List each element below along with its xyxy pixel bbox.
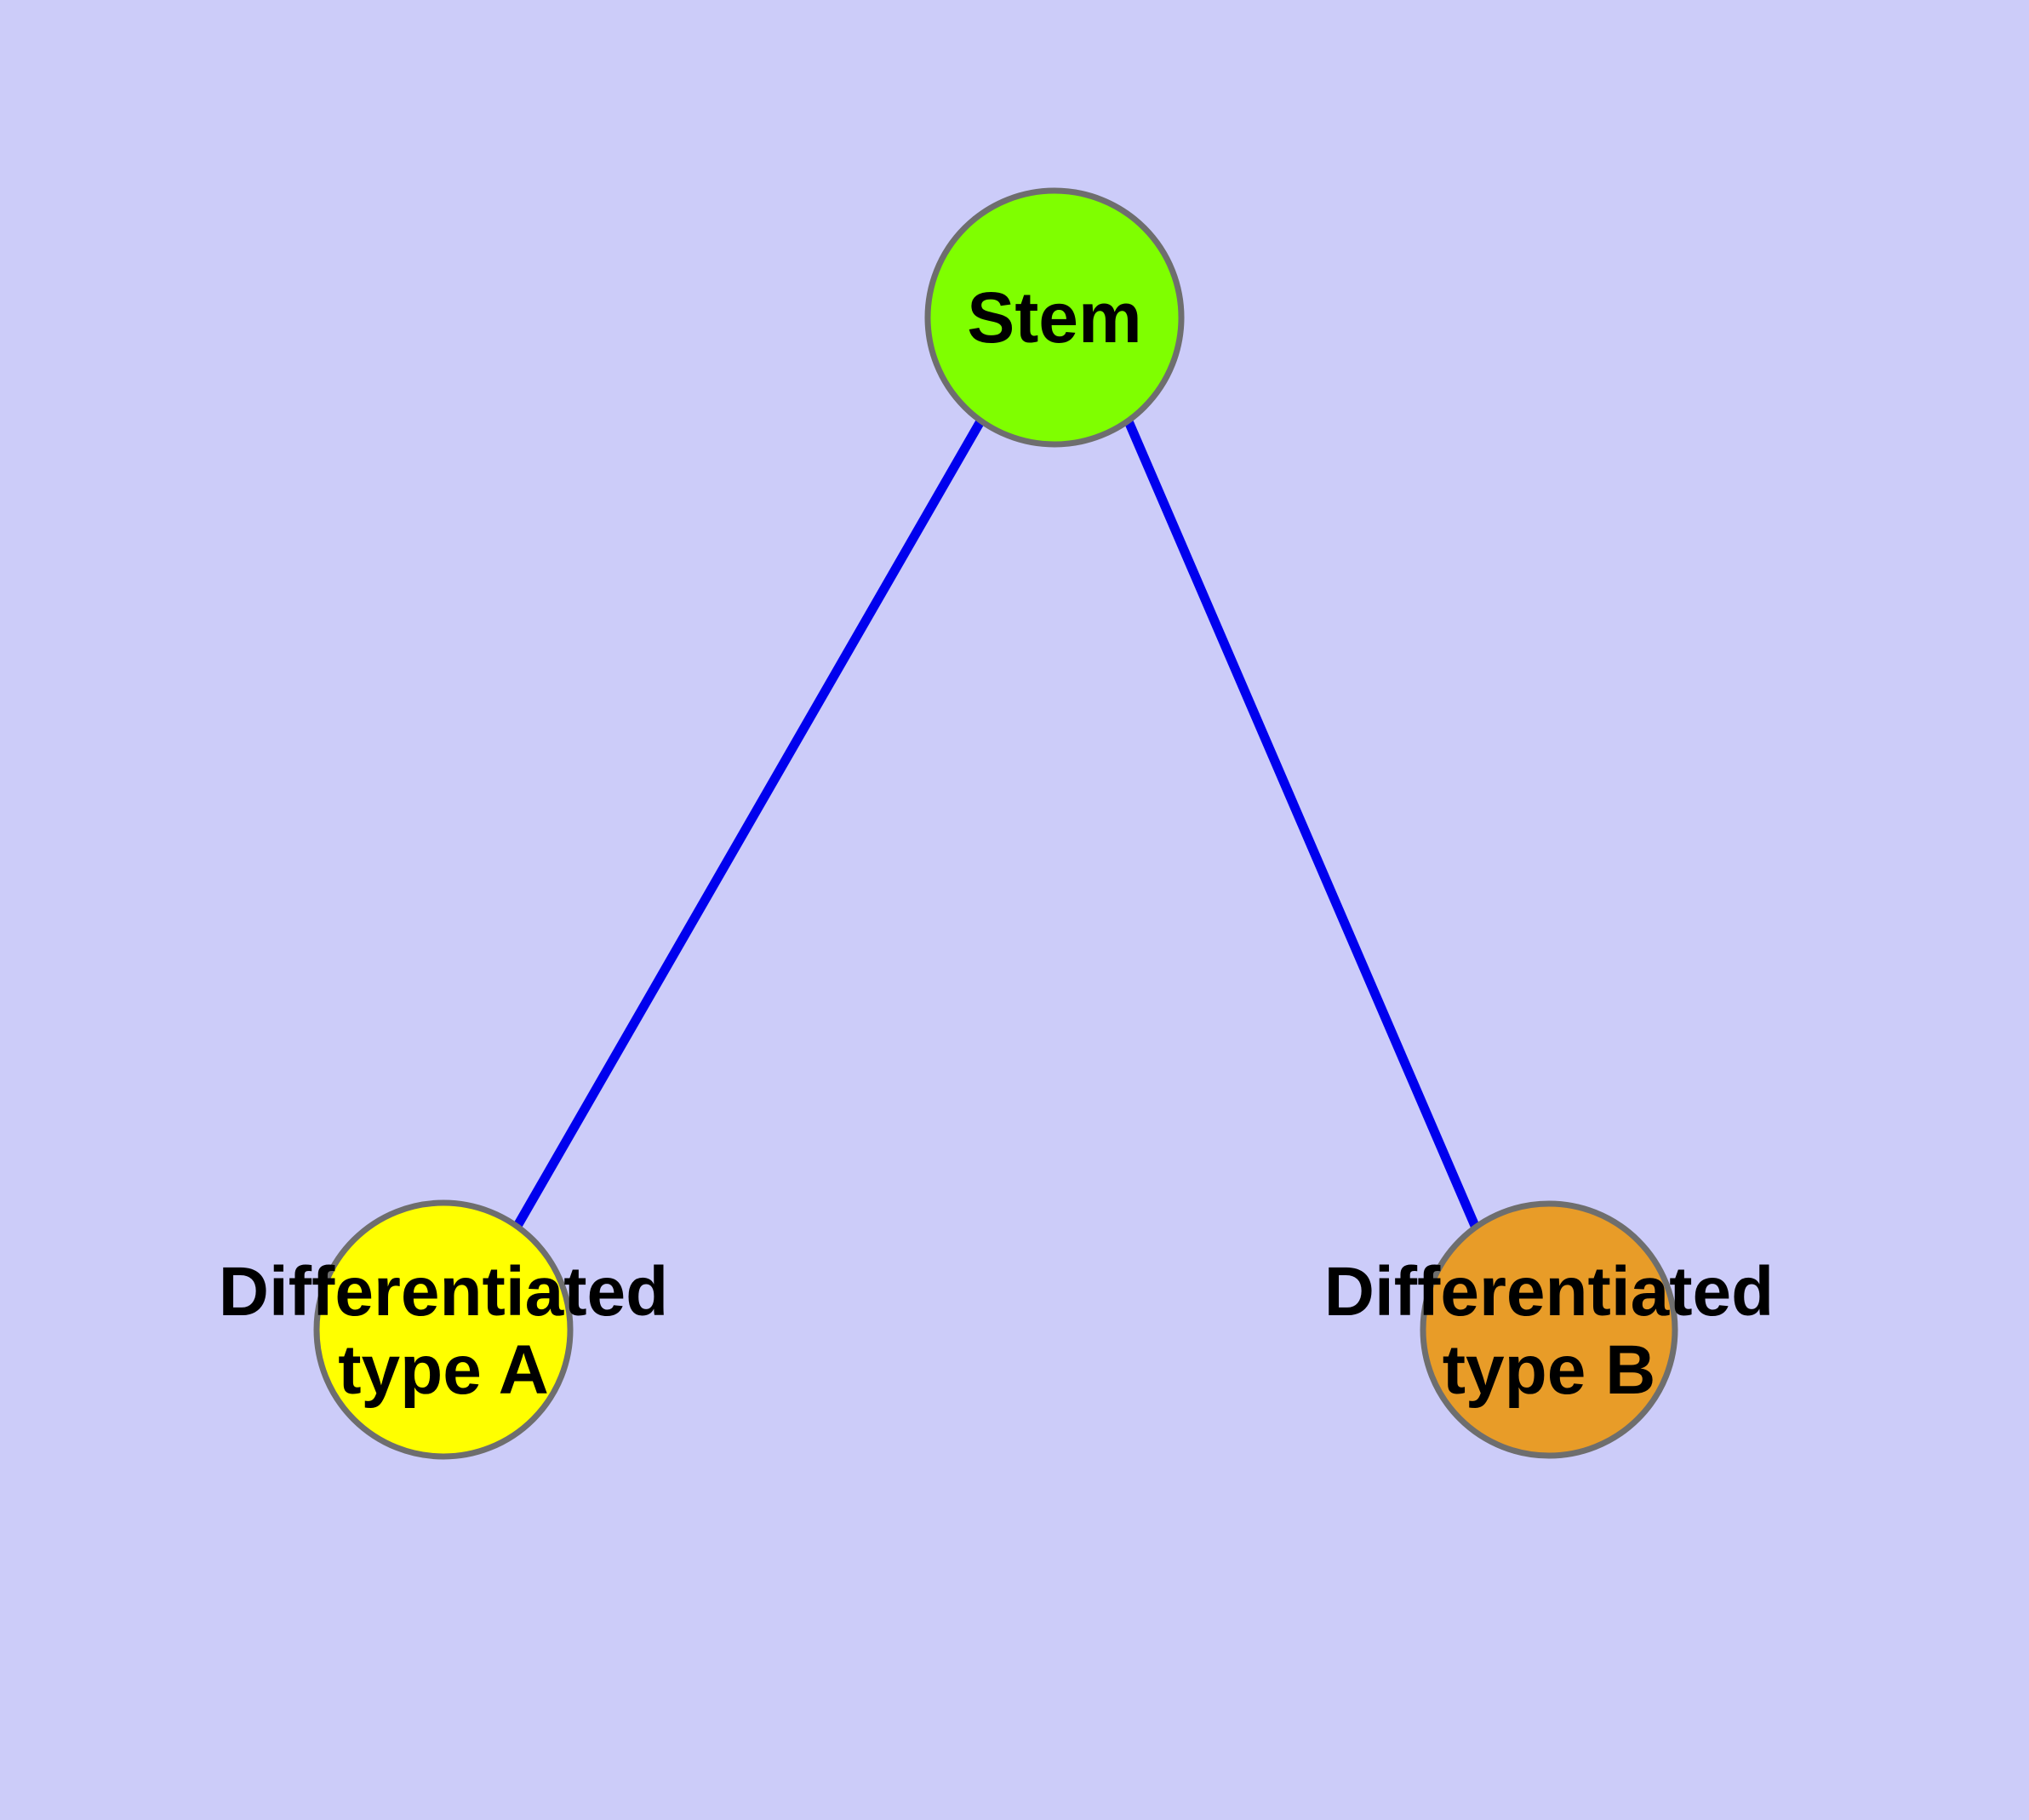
- node-stem[interactable]: [924, 187, 1185, 448]
- edge-stem-to-differentiated-type-b[interactable]: [1123, 419, 1480, 1228]
- edge-stem-to-differentiated-type-a[interactable]: [513, 419, 985, 1228]
- node-layer: [313, 187, 1678, 1460]
- node-differentiated-type-b[interactable]: [1420, 1200, 1678, 1459]
- node-differentiated-type-a[interactable]: [313, 1199, 574, 1460]
- edge-layer: [513, 419, 1480, 1228]
